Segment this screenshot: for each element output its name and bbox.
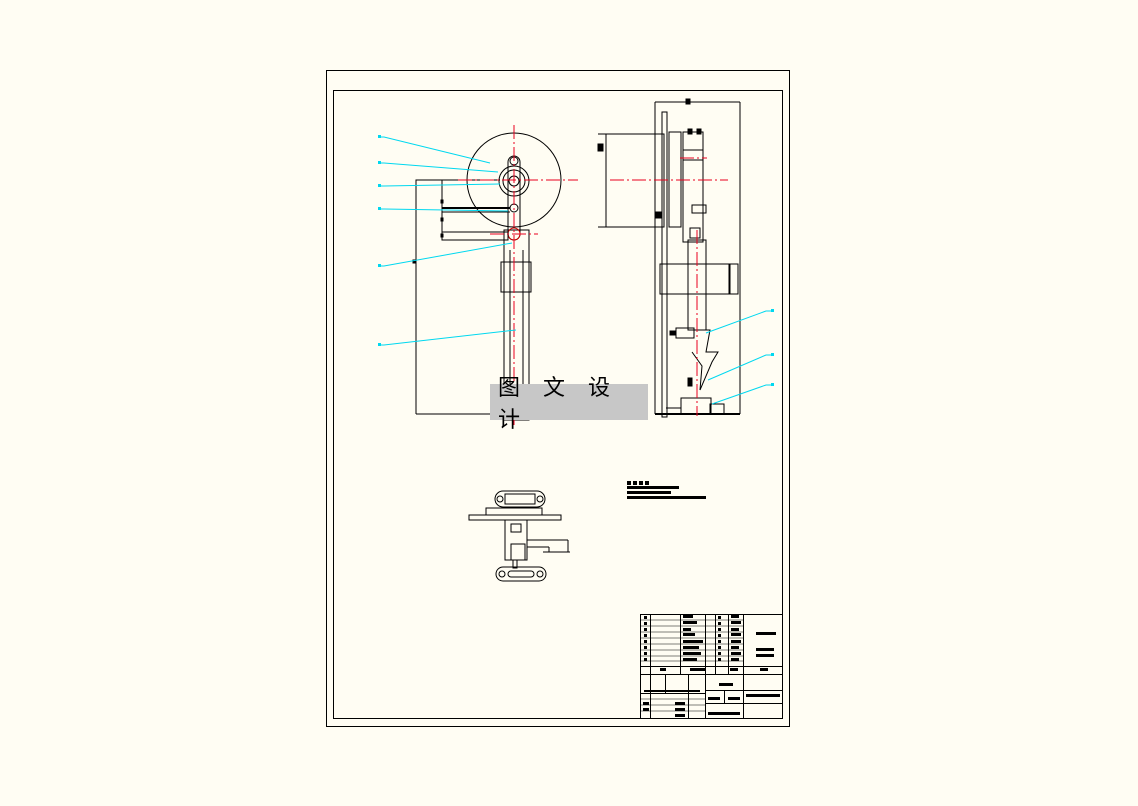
watermark-label: 图 文 设 计 xyxy=(490,376,648,433)
title-block-rows xyxy=(640,619,743,712)
title-block xyxy=(640,614,783,719)
notes-block xyxy=(627,481,706,499)
top-view xyxy=(468,490,570,582)
outer-border xyxy=(326,70,790,727)
inner-border xyxy=(333,90,783,719)
side-leaders xyxy=(705,310,772,405)
top-link-lower xyxy=(495,566,547,582)
top-plate xyxy=(468,514,562,521)
side-sleeve xyxy=(659,263,731,295)
column-sleeve xyxy=(500,261,532,293)
side-leader-dots xyxy=(771,309,774,386)
front-centerlines xyxy=(458,125,578,426)
side-centerlines xyxy=(610,157,728,416)
front-leaders xyxy=(380,136,517,346)
side-view xyxy=(597,98,741,418)
column xyxy=(503,229,530,421)
front-leader-dots xyxy=(378,135,381,346)
top-link-upper xyxy=(494,490,546,508)
title-block-marks xyxy=(643,615,780,717)
die-base xyxy=(680,397,712,415)
